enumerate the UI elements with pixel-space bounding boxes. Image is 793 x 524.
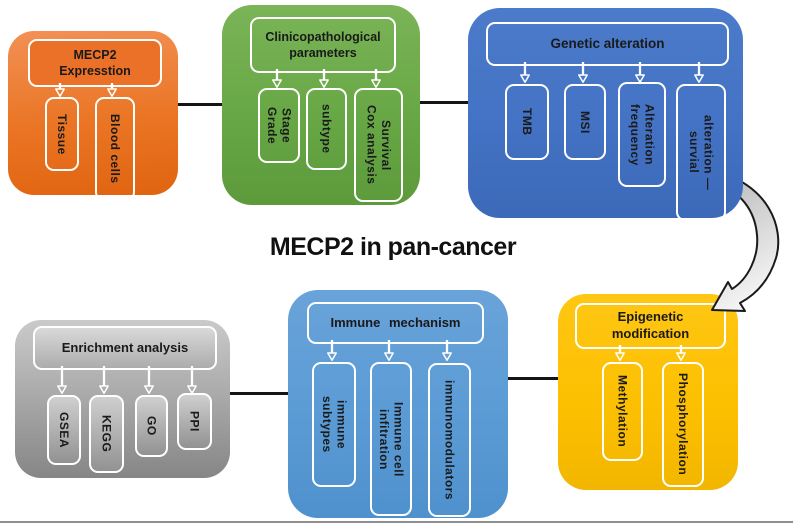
epigenetic-header: Epigenetic modification xyxy=(575,303,726,349)
down-arrow-icon xyxy=(613,345,627,361)
down-arrow-icon xyxy=(674,345,688,361)
enrichment-header: Enrichment analysis xyxy=(33,326,217,370)
item-label: Tissue xyxy=(55,113,70,155)
down-arrow-icon xyxy=(518,62,532,83)
item-survival-cox: Survival Cox analysis xyxy=(354,88,403,202)
down-arrow-icon xyxy=(270,69,284,88)
item-label: Alteration frequency xyxy=(628,103,657,166)
down-arrow-icon xyxy=(317,69,331,88)
immune-header-label: Immune mechanism xyxy=(330,314,461,330)
item-immunomodulators: immunomodulators xyxy=(428,363,471,517)
item-methylation: Methylation xyxy=(602,362,643,461)
down-arrow-icon xyxy=(369,69,383,88)
item-label: Blood cells xyxy=(108,114,123,184)
connector-clinico-genetic xyxy=(420,101,468,104)
immune-header: Immune mechanism xyxy=(307,302,484,344)
item-immune-subtypes: immune subtypes xyxy=(312,362,356,487)
item-label: GO xyxy=(144,416,159,436)
panel-mecp2-expression: MECP2 Expresstion Tissue Blood cells xyxy=(8,31,178,201)
item-blood-cells: Blood cells xyxy=(95,97,135,201)
clinico-header: Clinicopathological parameters xyxy=(250,17,396,73)
panel-genetic-alteration: Genetic alteration TMB MSI Alteration fr… xyxy=(468,8,743,221)
item-phosphorylation: Phosphorylation xyxy=(662,362,704,487)
enrichment-header-label: Enrichment analysis xyxy=(61,339,189,355)
clinico-header-label: Clinicopathological parameters xyxy=(265,29,381,60)
item-label: MSI xyxy=(578,110,593,134)
item-alteration-survival: alteration — survial xyxy=(676,84,726,221)
item-label: alteration — survial xyxy=(687,114,716,191)
down-arrow-icon xyxy=(185,366,199,394)
down-arrow-icon xyxy=(440,340,454,361)
item-label: KEGG xyxy=(99,415,114,453)
panel-clinicopathological: Clinicopathological parameters Stage Gra… xyxy=(222,5,420,205)
down-arrow-icon xyxy=(633,62,647,83)
item-label: Stage Grade xyxy=(265,106,294,145)
item-immune-cell-infiltration: Immune cell infitration xyxy=(370,362,412,516)
down-arrow-icon xyxy=(576,62,590,83)
item-label: immune subtypes xyxy=(320,396,349,453)
genetic-header-label: Genetic alteration xyxy=(550,36,665,52)
item-msi: MSI xyxy=(564,84,606,160)
item-label: TMB xyxy=(520,108,535,136)
down-arrow-icon xyxy=(325,340,339,361)
item-tmb: TMB xyxy=(505,84,549,160)
item-label: PPI xyxy=(187,411,202,432)
diagram-title: MECP2 in pan-cancer xyxy=(269,233,517,261)
down-arrow-icon xyxy=(105,83,119,97)
down-arrow-icon xyxy=(142,366,156,394)
down-arrow-icon xyxy=(382,340,396,361)
expression-header-label: MECP2 Expresstion xyxy=(59,47,131,78)
item-go: GO xyxy=(135,395,168,457)
connector-immune-epigenetic xyxy=(508,377,558,380)
item-ppi: PPI xyxy=(177,393,212,450)
genetic-header: Genetic alteration xyxy=(486,22,729,66)
item-label: Survival Cox analysis xyxy=(364,105,393,185)
expression-header: MECP2 Expresstion xyxy=(28,39,162,87)
item-subtype: subtype xyxy=(306,88,347,170)
epigenetic-header-label: Epigenetic modification xyxy=(611,309,690,341)
item-label: Methylation xyxy=(615,375,630,448)
item-label: subtype xyxy=(319,104,334,154)
item-alteration-frequency: Alteration frequency xyxy=(618,82,666,187)
down-arrow-icon xyxy=(97,366,111,394)
item-label: GSEA xyxy=(57,411,72,448)
item-kegg: KEGG xyxy=(89,395,124,473)
figure-bottom-border xyxy=(0,521,793,523)
item-label: Immune cell infitration xyxy=(377,401,406,477)
item-label: immunomodulators xyxy=(442,379,457,500)
item-label: Phosphorylation xyxy=(676,373,691,476)
item-stage-grade: Stage Grade xyxy=(258,88,300,163)
connector-expression-clinico xyxy=(178,103,222,106)
panel-immune-mechanism: Immune mechanism immune subtypes Immune … xyxy=(288,290,508,518)
connector-enrichment-immune xyxy=(230,392,288,395)
item-gsea: GSEA xyxy=(47,395,81,465)
panel-epigenetic-modification: Epigenetic modification Methylation Phos… xyxy=(558,294,738,490)
down-arrow-icon xyxy=(55,366,69,394)
down-arrow-icon xyxy=(53,83,67,97)
panel-enrichment-analysis: Enrichment analysis GSEA KEGG GO PPI xyxy=(15,320,230,478)
curved-flow-arrow-icon xyxy=(711,170,780,312)
item-tissue: Tissue xyxy=(45,97,79,171)
down-arrow-icon xyxy=(692,62,706,83)
